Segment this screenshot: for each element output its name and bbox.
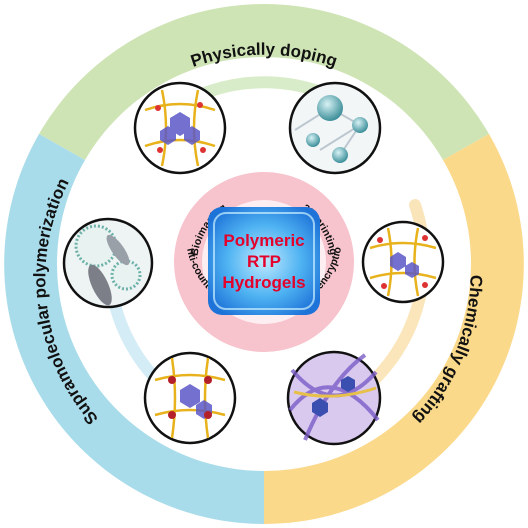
grafted-network-icon — [361, 220, 445, 304]
micelle-assembly-icon — [62, 217, 154, 309]
host-guest-network-icon — [143, 351, 237, 445]
ring-segment-green-left — [39, 4, 264, 160]
outer-ring — [4, 4, 524, 524]
fiber-network-icon — [286, 350, 382, 446]
ring-segment-green-right — [264, 4, 489, 160]
doping-network-icon — [133, 81, 227, 175]
core-label-line2: RTP — [247, 252, 281, 271]
ring-segment-blue — [4, 134, 264, 524]
nanoparticle-cluster-icon — [288, 81, 382, 175]
core-hydrogel-cube — [208, 207, 320, 315]
core-label-line3: Hydrogels — [222, 273, 305, 292]
ring-segment-yellow — [264, 134, 524, 524]
core-label-line1: Polymeric — [223, 231, 304, 250]
